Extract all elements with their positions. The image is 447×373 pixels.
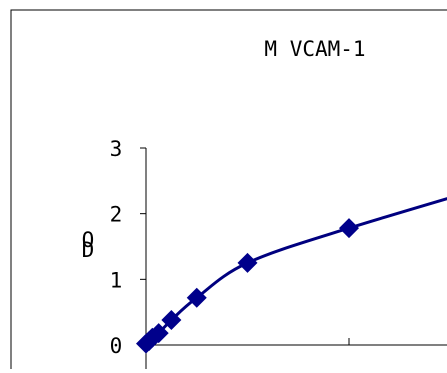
y-axis-label: OD [82,228,95,262]
data-point-marker [161,310,182,331]
chart-title: M VCAM-1 [264,37,365,61]
data-point-marker [339,218,359,239]
y-tick-label: 2 [110,203,123,227]
y-ticks: 0 1 2 3 [110,137,146,358]
y-tick-label: 1 [110,268,123,292]
y-tick-label: 0 [110,334,123,358]
data-point-marker [186,287,207,308]
data-point-marker [148,323,169,344]
series [136,197,447,354]
y-tick-label: 3 [110,137,123,161]
data-point-marker [237,252,258,273]
chart-border [10,9,447,373]
